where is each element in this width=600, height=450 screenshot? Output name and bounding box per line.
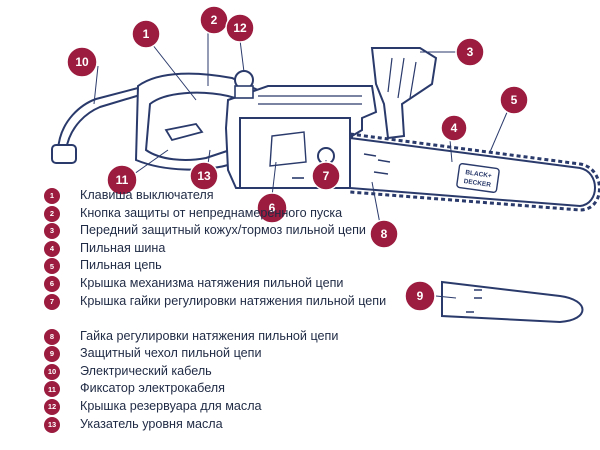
legend-item: 5 Пильная цепь (44, 257, 440, 275)
cable-plug (51, 144, 77, 164)
svg-text:6: 6 (269, 201, 276, 215)
front-guard-ribs (387, 57, 417, 99)
callout-7: 7 (311, 161, 341, 191)
legend-item: 11 Фиксатор электрокабеля (44, 380, 440, 398)
legend-item: 9 Защитный чехол пильной цепи (44, 345, 440, 363)
leader-lines (93, 30, 509, 299)
legend-number-badge: 5 (44, 258, 60, 275)
legend-item: 2 Кнопка защиты от непреднамеренного пуск… (44, 205, 440, 223)
callout-1: 1 (131, 19, 161, 49)
legend-label: Клавиша выключателя (80, 188, 214, 202)
callout-11: 11 (106, 164, 138, 196)
svg-text:2: 2 (211, 13, 218, 27)
bar-slots (363, 153, 391, 175)
legend-label: Крышка механизма натяжения пильной цепи (80, 275, 344, 290)
chain-guard-sheath (441, 280, 584, 324)
front-guard (370, 47, 438, 140)
legend-item: 6 Крышка механизма натяжения пильной цепи (44, 275, 440, 293)
callout-8: 8 (369, 219, 399, 249)
svg-text:11: 11 (116, 173, 129, 187)
legend-number-badge: 10 (44, 363, 60, 380)
brand-label-line1: BLACK+ (465, 169, 492, 180)
callout-9: 9 (404, 280, 436, 312)
legend-number-badge: 13 (44, 416, 60, 433)
legend-label: Крышка резервуара для масла (80, 398, 262, 413)
legend-item: 1 Клавиша выключателя (44, 187, 440, 205)
svg-text:8: 8 (381, 227, 388, 241)
legend-label: Пильная цепь (80, 258, 162, 273)
legend-item: 3 Передний защитный кожух/тормоз пильной … (44, 222, 440, 240)
callout-5: 5 (499, 85, 529, 115)
legend-number-badge: 12 (44, 398, 60, 415)
callout-12: 12 (225, 13, 255, 43)
legend-label: Передний защитный кожух/тормоз пильной ц… (80, 223, 366, 238)
legend-label: Электрический кабель (80, 363, 212, 378)
legend-number-badge: 8 (44, 328, 60, 345)
legend-item: 4 Пильная шина (44, 240, 440, 258)
callout-10: 10 (66, 46, 98, 78)
legend-number-badge: 9 (44, 346, 60, 363)
legend-item: 13 Указатель уровня масла (44, 416, 440, 434)
svg-text:7: 7 (323, 169, 330, 183)
svg-text:4: 4 (451, 121, 458, 135)
legend-item: 7 Крышка гайки регулировки натяжения пиль… (44, 293, 440, 328)
brand-label-line2: DECKER (463, 178, 491, 189)
legend-number-badge: 4 (44, 240, 60, 257)
legend-label: Указатель уровня масла (80, 416, 223, 431)
callout-6: 6 (256, 192, 288, 224)
legend-number-badge: 3 (44, 223, 60, 240)
legend-number-badge: 11 (44, 381, 60, 398)
svg-text:13: 13 (197, 169, 211, 183)
legend-number-badge: 2 (44, 205, 60, 222)
power-cable (57, 87, 141, 151)
legend-number-badge: 6 (44, 275, 60, 292)
brand-plate: BLACK+ DECKER (456, 163, 500, 193)
callout-3: 3 (455, 37, 485, 67)
svg-text:9: 9 (417, 289, 424, 303)
callout-4: 4 (440, 114, 468, 142)
svg-text:10: 10 (75, 55, 89, 69)
legend-label: Гайка регулировки натяжения пильной цепи (80, 328, 339, 343)
legend-label: Крышка гайки регулировки натяжения пильн… (80, 293, 387, 308)
svg-text:3: 3 (467, 45, 474, 59)
legend-label: Защитный чехол пильной цепи (80, 346, 262, 361)
legend-label: Фиксатор электрокабеля (80, 381, 225, 396)
legend-item: 8 Гайка регулировки натяжения пильной цеп… (44, 328, 440, 346)
oil-cap-base (234, 85, 254, 99)
legend-label: Кнопка защиты от непреднамеренного пуска (80, 205, 343, 220)
svg-text:1: 1 (143, 27, 150, 41)
legend-item: 12 Крышка резервуара для масла (44, 398, 440, 416)
callout-13: 13 (189, 161, 219, 191)
switch-trigger (164, 123, 204, 142)
legend-number-badge: 7 (44, 293, 60, 310)
svg-text:5: 5 (511, 93, 518, 107)
svg-text:12: 12 (233, 21, 247, 35)
callout-2: 2 (199, 5, 229, 35)
sheath-slots (466, 289, 482, 313)
legend-label: Пильная шина (80, 240, 166, 255)
legend-list: 1 Клавиша выключателя 2 Кнопка защиты от н… (44, 187, 440, 433)
legend-number-badge: 1 (44, 188, 60, 204)
housing-ridges (258, 95, 362, 105)
side-cover-window (269, 131, 307, 167)
legend-item: 10 Электрический кабель (44, 363, 440, 381)
